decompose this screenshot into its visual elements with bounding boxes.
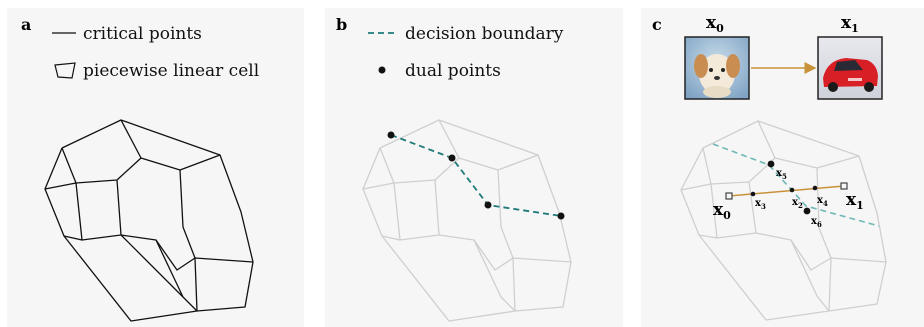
panel-a: a critical points piecewise linear cell <box>7 8 304 327</box>
dual-point-legend-icon <box>378 66 386 74</box>
dual-point <box>387 131 395 139</box>
panel-b-diagram: b decision boundary dual points <box>336 15 572 322</box>
x0-endpoint-marker <box>725 192 733 200</box>
point-x4-label: x4 <box>817 195 828 208</box>
x1-endpoint-marker <box>840 182 848 190</box>
dual-points-legend-label: dual points <box>405 61 501 81</box>
dog-image <box>684 36 750 100</box>
critical-points-legend-label: critical points <box>83 24 202 44</box>
crossing-point-x3 <box>750 191 756 197</box>
crossing-point-x2 <box>789 187 795 193</box>
panel-a-label: a <box>21 15 31 34</box>
point-x6-label: x6 <box>811 216 822 229</box>
decision-boundary <box>390 134 562 217</box>
point-x0-label: x0 <box>713 200 731 222</box>
interpolation-path <box>728 185 845 197</box>
image-x0-label: x0 <box>706 13 724 35</box>
dual-point-x6 <box>803 207 811 215</box>
point-x1-label: x1 <box>846 190 864 212</box>
cell-partition <box>44 119 254 322</box>
piecewise-cell-legend-label: piecewise linear cell <box>83 61 259 81</box>
dual-point <box>484 201 492 209</box>
image-x1-label: x1 <box>841 13 859 35</box>
point-x5-label: x5 <box>776 168 787 181</box>
dual-point <box>448 154 456 162</box>
panel-b-label: b <box>336 15 347 34</box>
dual-point-x5 <box>767 160 775 168</box>
decision-boundary-legend-label: decision boundary <box>405 24 564 44</box>
car-image <box>817 36 883 100</box>
decision-boundary <box>712 143 880 227</box>
panel-a-diagram: a critical points piecewise linear cell <box>21 15 259 322</box>
panel-c-diagram: c x0 x1 <box>652 13 887 321</box>
cell-partition <box>362 119 572 322</box>
piecewise-cell-legend-icon <box>54 62 76 79</box>
dual-point <box>557 212 565 220</box>
panel-c: c x0 x1 <box>641 8 924 327</box>
panel-b: b decision boundary dual points <box>325 8 623 327</box>
cell-partition <box>680 120 887 321</box>
panel-c-label: c <box>652 15 662 34</box>
point-x2-label: x2 <box>792 197 803 210</box>
crossing-point-x4 <box>812 185 818 191</box>
point-x3-label: x3 <box>755 198 766 211</box>
